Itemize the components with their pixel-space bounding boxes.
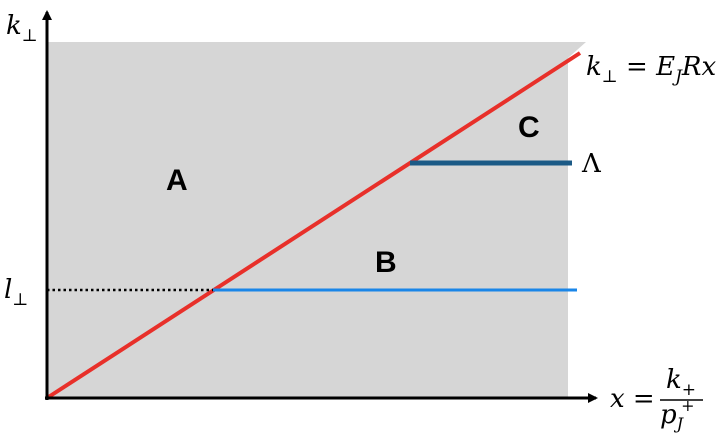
x-frac-den-sub: J: [674, 414, 685, 433]
y-axis-label-sub: ⊥: [22, 26, 38, 46]
diagonal-label-J: J: [672, 67, 683, 87]
diagonal-label-eq: =: [618, 52, 656, 82]
x-frac-num-main: k: [666, 365, 682, 395]
y-axis-label: k⊥: [6, 11, 38, 46]
x-frac-denominator: pJ+: [660, 396, 694, 433]
diagonal-line: [45, 51, 582, 400]
region-b-label: B: [375, 246, 397, 279]
x-frac-num-sub: +: [682, 380, 696, 400]
diagonal-label-perp: ⊥: [602, 67, 618, 87]
diagonal-label-E: E: [655, 52, 675, 82]
lperp-label-sub: ⊥: [12, 290, 28, 310]
x-axis-label-text: x =: [610, 384, 655, 414]
diagonal-label-Rx: Rx: [681, 52, 717, 82]
lambda-label: Λ: [581, 149, 602, 179]
region-a-label: A: [166, 164, 188, 197]
x-frac-den-sup: +: [681, 396, 694, 415]
region-c-label: C: [518, 111, 540, 144]
lperp-label-main: l: [4, 275, 12, 305]
diagonal-label-k: k: [586, 52, 602, 82]
x-frac-numerator: k+: [666, 365, 696, 400]
lperp-label: l⊥: [4, 275, 28, 310]
diagonal-label: k⊥ = EJRx: [586, 52, 716, 87]
y-axis-label-main: k: [6, 11, 22, 41]
x-frac-den-main: p: [660, 400, 677, 430]
x-axis-label: x =: [610, 384, 655, 414]
